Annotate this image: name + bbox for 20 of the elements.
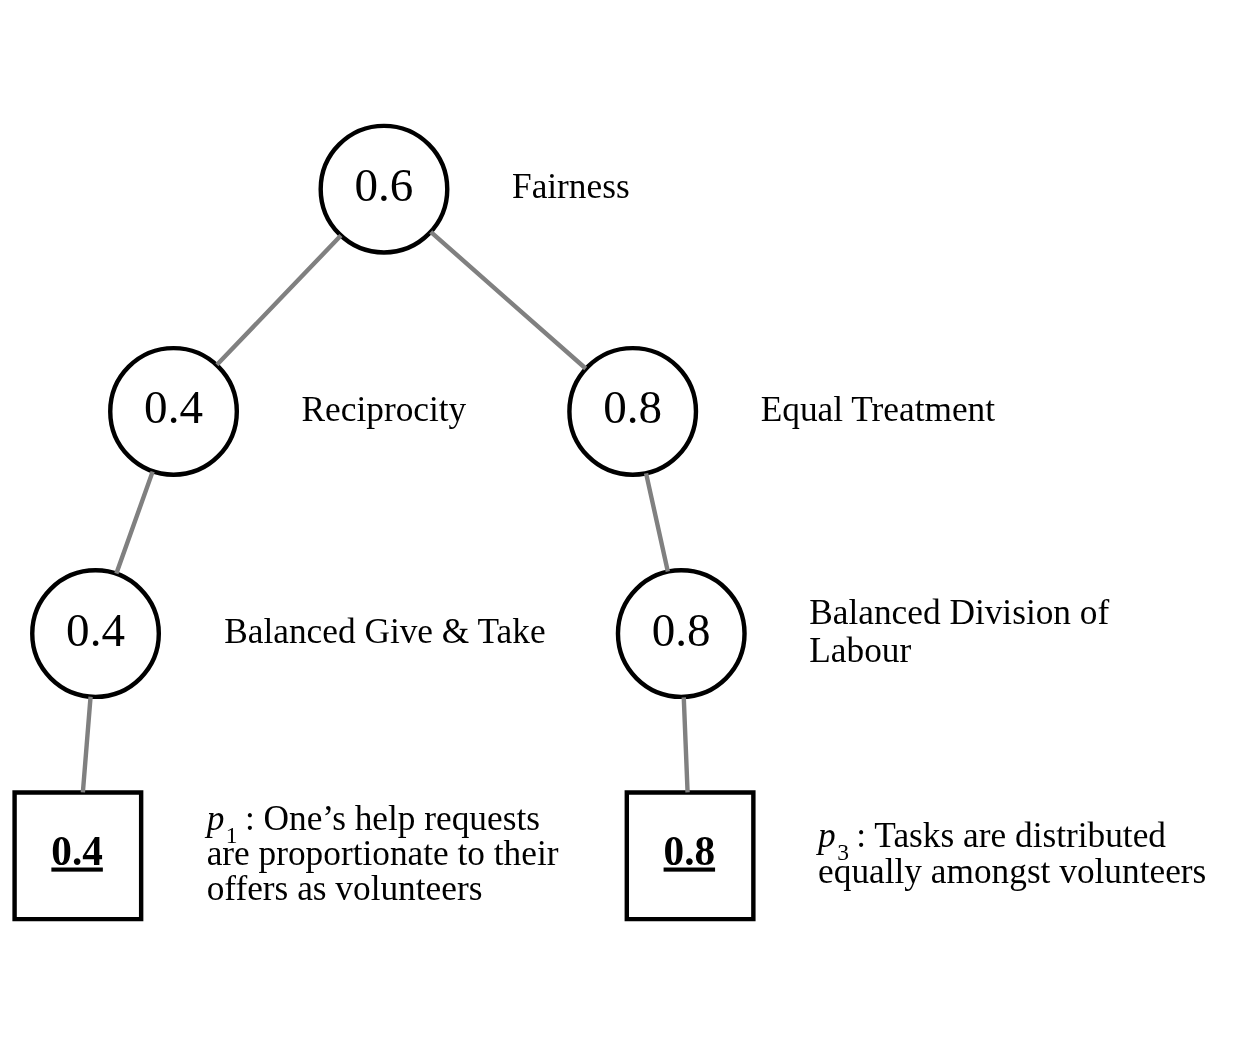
node-circle: 0.6 xyxy=(318,123,450,255)
node-circle: 0.4 xyxy=(108,345,239,477)
node-label: Balanced Division of Labour xyxy=(809,592,1110,670)
node-label: p$_{3}$ : Tasks are distributed equally amongst volunteers xyxy=(818,816,1207,891)
connector xyxy=(681,697,690,793)
node-circle: 0.4 xyxy=(30,568,161,700)
node-label: Reciprocity xyxy=(301,389,467,429)
node-box: 0.8 xyxy=(624,790,756,922)
node-circle: 0.8 xyxy=(567,345,699,477)
node-box: 0.4 xyxy=(12,790,144,922)
node-circle: 0.8 xyxy=(615,568,747,700)
connector xyxy=(429,230,588,371)
connector xyxy=(643,472,670,572)
node-label: Balanced Give & Take xyxy=(224,611,546,651)
node-label: p$_{1}$ : One’s help requests are proportionate to their offers as volunteers xyxy=(206,798,559,909)
node-label: Equal Treatment xyxy=(760,389,996,429)
connector xyxy=(114,470,155,575)
node-label: Fairness xyxy=(512,167,630,207)
connector xyxy=(80,696,93,793)
connector xyxy=(215,234,343,367)
